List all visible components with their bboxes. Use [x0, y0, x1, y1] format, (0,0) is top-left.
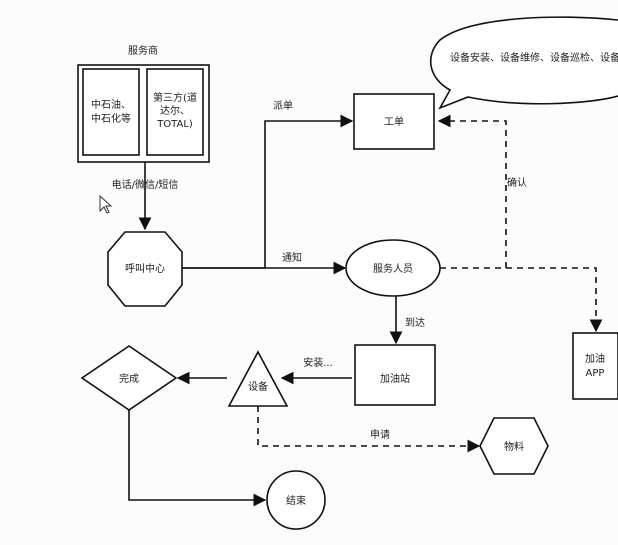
end-node[interactable]	[266, 470, 326, 530]
callcenter-label: 呼叫中心	[125, 262, 165, 275]
callcenter-node[interactable]	[107, 231, 183, 307]
device-label: 设备	[248, 380, 268, 393]
workorder-label: 工单	[384, 116, 404, 128]
provider-right-line3: TOTAL)	[156, 119, 193, 130]
material-label: 物料	[504, 440, 524, 453]
edge-device-to-material	[257, 406, 481, 453]
callout-text: 设备安装、设备维修、设备巡检、设备	[450, 51, 618, 64]
gasapp-node[interactable]	[572, 332, 618, 400]
edge-servicestaff-to-app	[506, 267, 603, 333]
end-label: 结束	[286, 494, 306, 507]
edge-label-install: 安装...	[303, 356, 333, 369]
provider-right-line2: 达尔、	[160, 104, 190, 117]
edge-label-notify: 通知	[282, 251, 302, 264]
edge-label-dispatch: 派单	[273, 100, 293, 112]
provider-group-title: 服务商	[128, 44, 158, 57]
done-label: 完成	[119, 372, 139, 385]
done-node[interactable]	[80, 345, 178, 411]
gasapp-line1: 加油	[585, 352, 605, 365]
provider-left-line2: 中石化等	[91, 112, 131, 125]
provider-left-line1: 中石油、	[91, 98, 131, 111]
edge-done-to-end	[128, 410, 267, 507]
edge-label-confirm: 确认	[507, 176, 527, 189]
servicestaff-label: 服务人员	[373, 262, 413, 275]
gasstation-node[interactable]	[354, 344, 436, 406]
provider-right-line1: 第三方(道	[153, 91, 197, 104]
edge-label-contact: 电话/微信/短信	[112, 178, 179, 191]
servicestaff-node[interactable]	[345, 239, 441, 297]
edge-servicestaff-to-workorder	[437, 114, 507, 269]
device-node[interactable]	[227, 350, 289, 407]
gasapp-line2: APP	[586, 368, 605, 379]
provider-left-box[interactable]	[82, 68, 140, 156]
edge-label-arrive: 到达	[405, 317, 425, 329]
gasstation-label: 加油站	[380, 372, 410, 385]
workorder-node[interactable]	[353, 93, 435, 150]
mouse-cursor-icon	[99, 194, 113, 214]
callout-bubble	[429, 16, 618, 110]
provider-right-box[interactable]	[146, 68, 204, 156]
edge-label-apply: 申请	[370, 428, 390, 441]
material-node[interactable]	[479, 417, 549, 475]
